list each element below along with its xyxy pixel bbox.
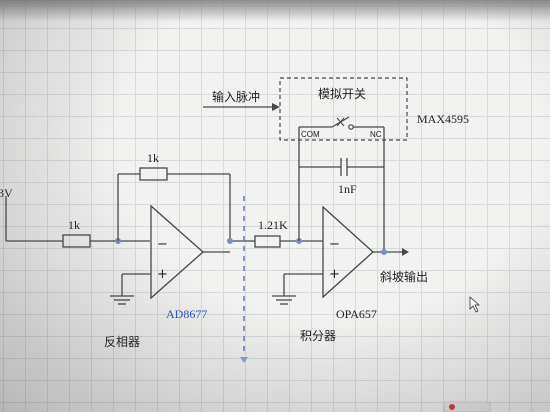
- capacitor-label: 1nF: [338, 182, 357, 196]
- integrator-plus-sign: +: [329, 267, 340, 282]
- integrator-minus-sign: −: [329, 237, 340, 252]
- inverter-chip-label: AD8677: [166, 307, 207, 321]
- pulse-input-label: 输入脉冲: [212, 89, 260, 104]
- switch-cross-2: [336, 117, 345, 127]
- output-node: [227, 238, 233, 244]
- integrator-resistor-label: 1.21K: [258, 218, 288, 232]
- osd-record-icon: [449, 404, 455, 410]
- inverter-minus-sign: −: [157, 237, 168, 252]
- switch-contact: [348, 124, 354, 130]
- separator-arrow: [240, 357, 248, 363]
- integrator-chip-label: OPA657: [336, 307, 377, 321]
- ramp-output-label: 斜坡输出: [380, 269, 428, 284]
- input-resistor: [62, 234, 91, 248]
- analog-switch-box: [279, 77, 408, 141]
- integrator-resistor: [254, 235, 281, 248]
- pulse-input-arrow: [272, 103, 280, 111]
- integrator-output-node: [381, 249, 387, 255]
- analog-switch-label: 模拟开关: [318, 87, 366, 101]
- input-voltage-label: 3V: [0, 186, 13, 200]
- feedback-resistor: [139, 167, 168, 181]
- switch-com-label: COM: [301, 130, 320, 139]
- switch-chip-label: MAX4595: [417, 112, 469, 126]
- feedback-resistor-label: 1k: [147, 151, 159, 165]
- input-resistor-label: 1k: [68, 218, 80, 232]
- mouse-cursor-icon: [469, 296, 481, 313]
- output-arrow: [402, 248, 409, 256]
- inverter-plus-sign: +: [157, 267, 168, 282]
- integrator-stage-label: 积分器: [300, 329, 336, 343]
- inverter-stage-label: 反相器: [104, 335, 140, 349]
- integrator-op-amp: [322, 205, 374, 299]
- osd-badge: [443, 401, 491, 412]
- switch-nc-label: NC: [370, 130, 382, 139]
- inverter-op-amp: [150, 204, 204, 300]
